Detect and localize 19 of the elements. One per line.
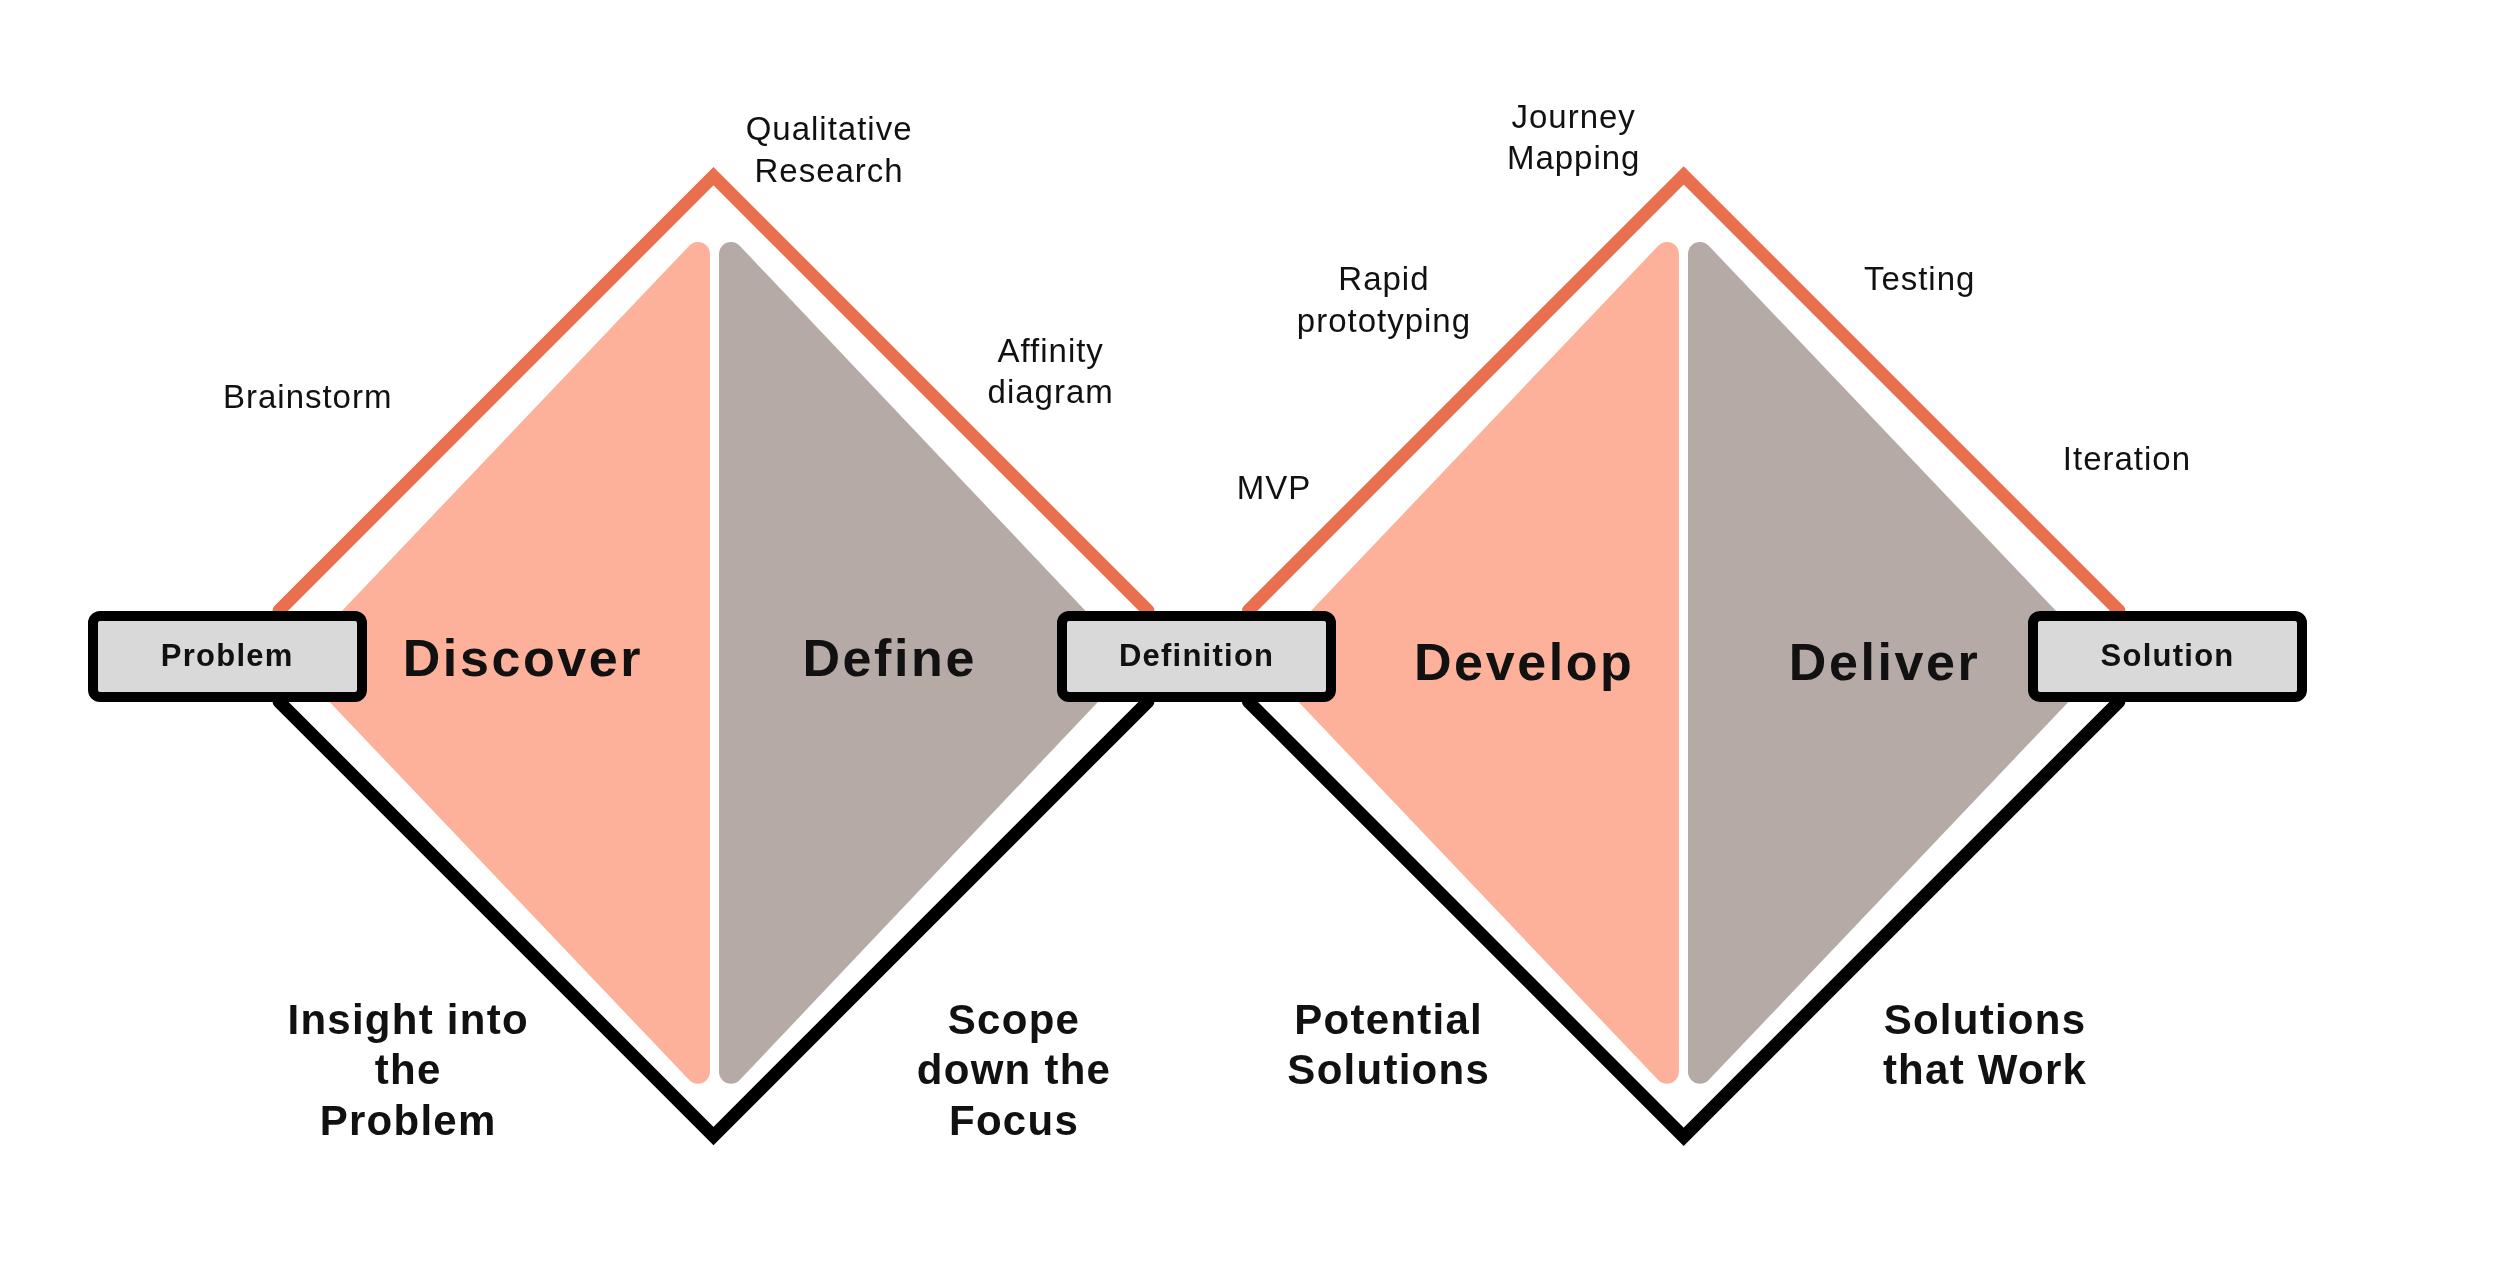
method-label: Brainstorm bbox=[223, 377, 393, 418]
stage-box: Solution bbox=[2028, 610, 2308, 702]
outcome-label: Insight into the Problem bbox=[286, 994, 530, 1146]
phase-title: Develop bbox=[1413, 631, 1635, 692]
stage-box: Definition bbox=[1057, 610, 1337, 702]
outcome-label: Scope down the Focus bbox=[915, 994, 1113, 1146]
stage-box: Problem bbox=[87, 610, 367, 702]
phase-title: Deliver bbox=[1788, 631, 1981, 692]
method-label: Rapid prototyping bbox=[1296, 259, 1471, 341]
method-label: Journey Mapping bbox=[1506, 96, 1641, 178]
method-label: Affinity diagram bbox=[987, 331, 1114, 413]
outcome-label: Potential Solutions bbox=[1286, 994, 1492, 1096]
method-label: Iteration bbox=[2062, 439, 2191, 480]
outcome-label: Solutions that Work bbox=[1881, 994, 2089, 1096]
phase-title: Discover bbox=[402, 628, 644, 689]
phase-title: Define bbox=[802, 628, 977, 689]
method-label: Qualitative Research bbox=[745, 109, 913, 191]
method-label: MVP bbox=[1236, 468, 1312, 509]
method-label: Testing bbox=[1863, 259, 1976, 300]
